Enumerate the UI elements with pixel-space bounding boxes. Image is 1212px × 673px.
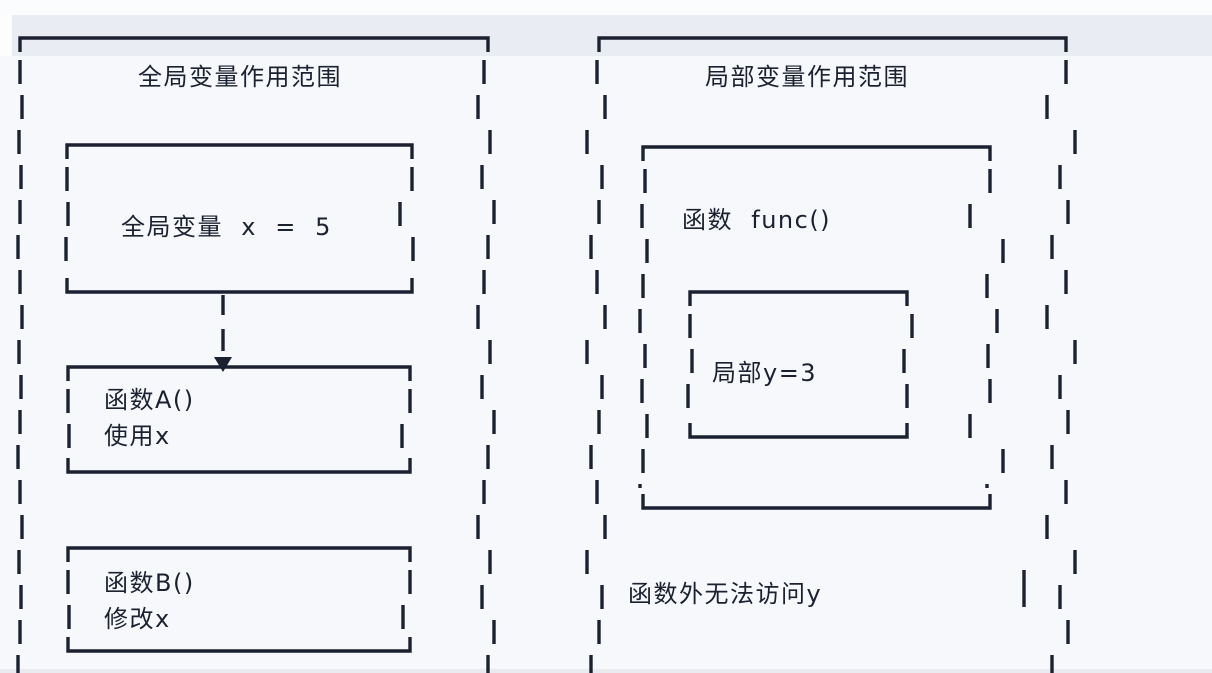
func-b-line2: 修改x: [104, 605, 171, 633]
global-scope-title: 全局变量作用范围: [138, 63, 342, 91]
func-box: [638, 145, 1005, 510]
flow-connector: [214, 295, 232, 372]
func-b-label: 函数B() 修改x: [104, 565, 195, 637]
local-var-box: [686, 290, 914, 439]
page-top-strip: [0, 0, 1212, 15]
page-corner: [0, 15, 12, 56]
local-scope-container: [585, 36, 1077, 673]
func-b-line1: 函数B(): [104, 569, 195, 597]
page-header-band: [0, 15, 1212, 56]
page-bottom-strip: [0, 669, 1212, 673]
func-b-box: [66, 546, 412, 653]
local-scope-title: 局部变量作用范围: [705, 63, 909, 91]
func-a-label: 函数A() 使用x: [104, 382, 195, 454]
func-a-line2: 使用x: [104, 422, 171, 450]
global-var-label: 全局变量 x = 5: [121, 213, 332, 241]
func-a-box: [66, 365, 412, 474]
local-var-label: 局部y=3: [712, 359, 818, 387]
global-scope-container: [16, 36, 496, 673]
global-var-box: [64, 143, 415, 294]
func-box-label: 函数 func(): [682, 206, 832, 234]
func-a-line1: 函数A(): [104, 386, 195, 414]
outside-access-note: 函数外无法访问y: [628, 580, 823, 608]
down-arrowhead-icon: [214, 357, 232, 372]
